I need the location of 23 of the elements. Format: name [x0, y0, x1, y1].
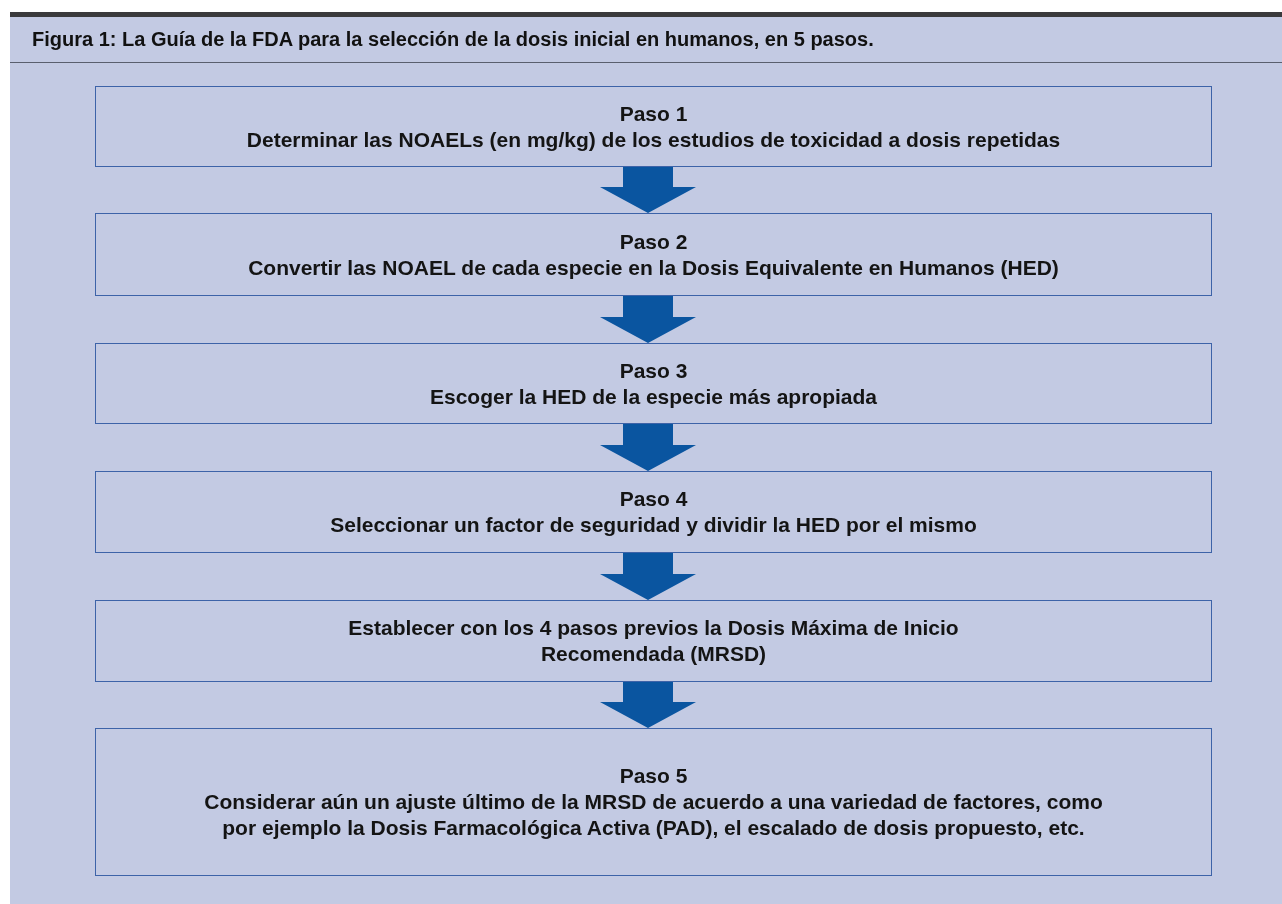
step-heading: Paso 3	[619, 357, 688, 384]
block-arrow	[600, 167, 696, 213]
step-text: Determinar las NOAELs (en mg/kg) de los estudios de toxicidad a dosis repetidas	[246, 126, 1061, 153]
step-heading: Paso 2	[619, 228, 688, 255]
step-box	[95, 471, 1212, 553]
block-arrow	[600, 424, 696, 471]
step-box	[95, 728, 1212, 876]
figure-title: Figura 1: La Guía de la FDA para la selección de la dosis inicial en humanos, en 5 pasos.	[32, 28, 874, 51]
step-text: Establecer con los 4 pasos previos la Dosis Máxima de Inicio Recomendada (MRSD)	[347, 615, 960, 667]
step-box	[95, 86, 1212, 167]
step-heading: Paso 5	[619, 763, 688, 789]
step-box	[95, 343, 1212, 424]
block-arrow	[600, 553, 696, 600]
step-text: Escoger la HED de la especie más apropiada	[430, 383, 877, 410]
step-text: Convertir las NOAEL de cada especie en la Dosis Equivalente en Humanos (HED)	[248, 254, 1059, 281]
step-heading: Paso 1	[619, 100, 688, 127]
step-heading: Paso 4	[619, 486, 688, 512]
step-text: Considerar aún un ajuste último de la MRSD de acuerdo a una variedad de factores, como por ejemplo la Dosis Farmacológica Activa (PAD), el escalado de dosis propuesto, etc.	[203, 789, 1104, 841]
step-box	[95, 600, 1212, 682]
step-box	[95, 213, 1212, 296]
step-text: Seleccionar un factor de seguridad y dividir la HED por el mismo	[330, 512, 977, 538]
block-arrow	[600, 682, 696, 728]
block-arrow	[600, 296, 696, 343]
